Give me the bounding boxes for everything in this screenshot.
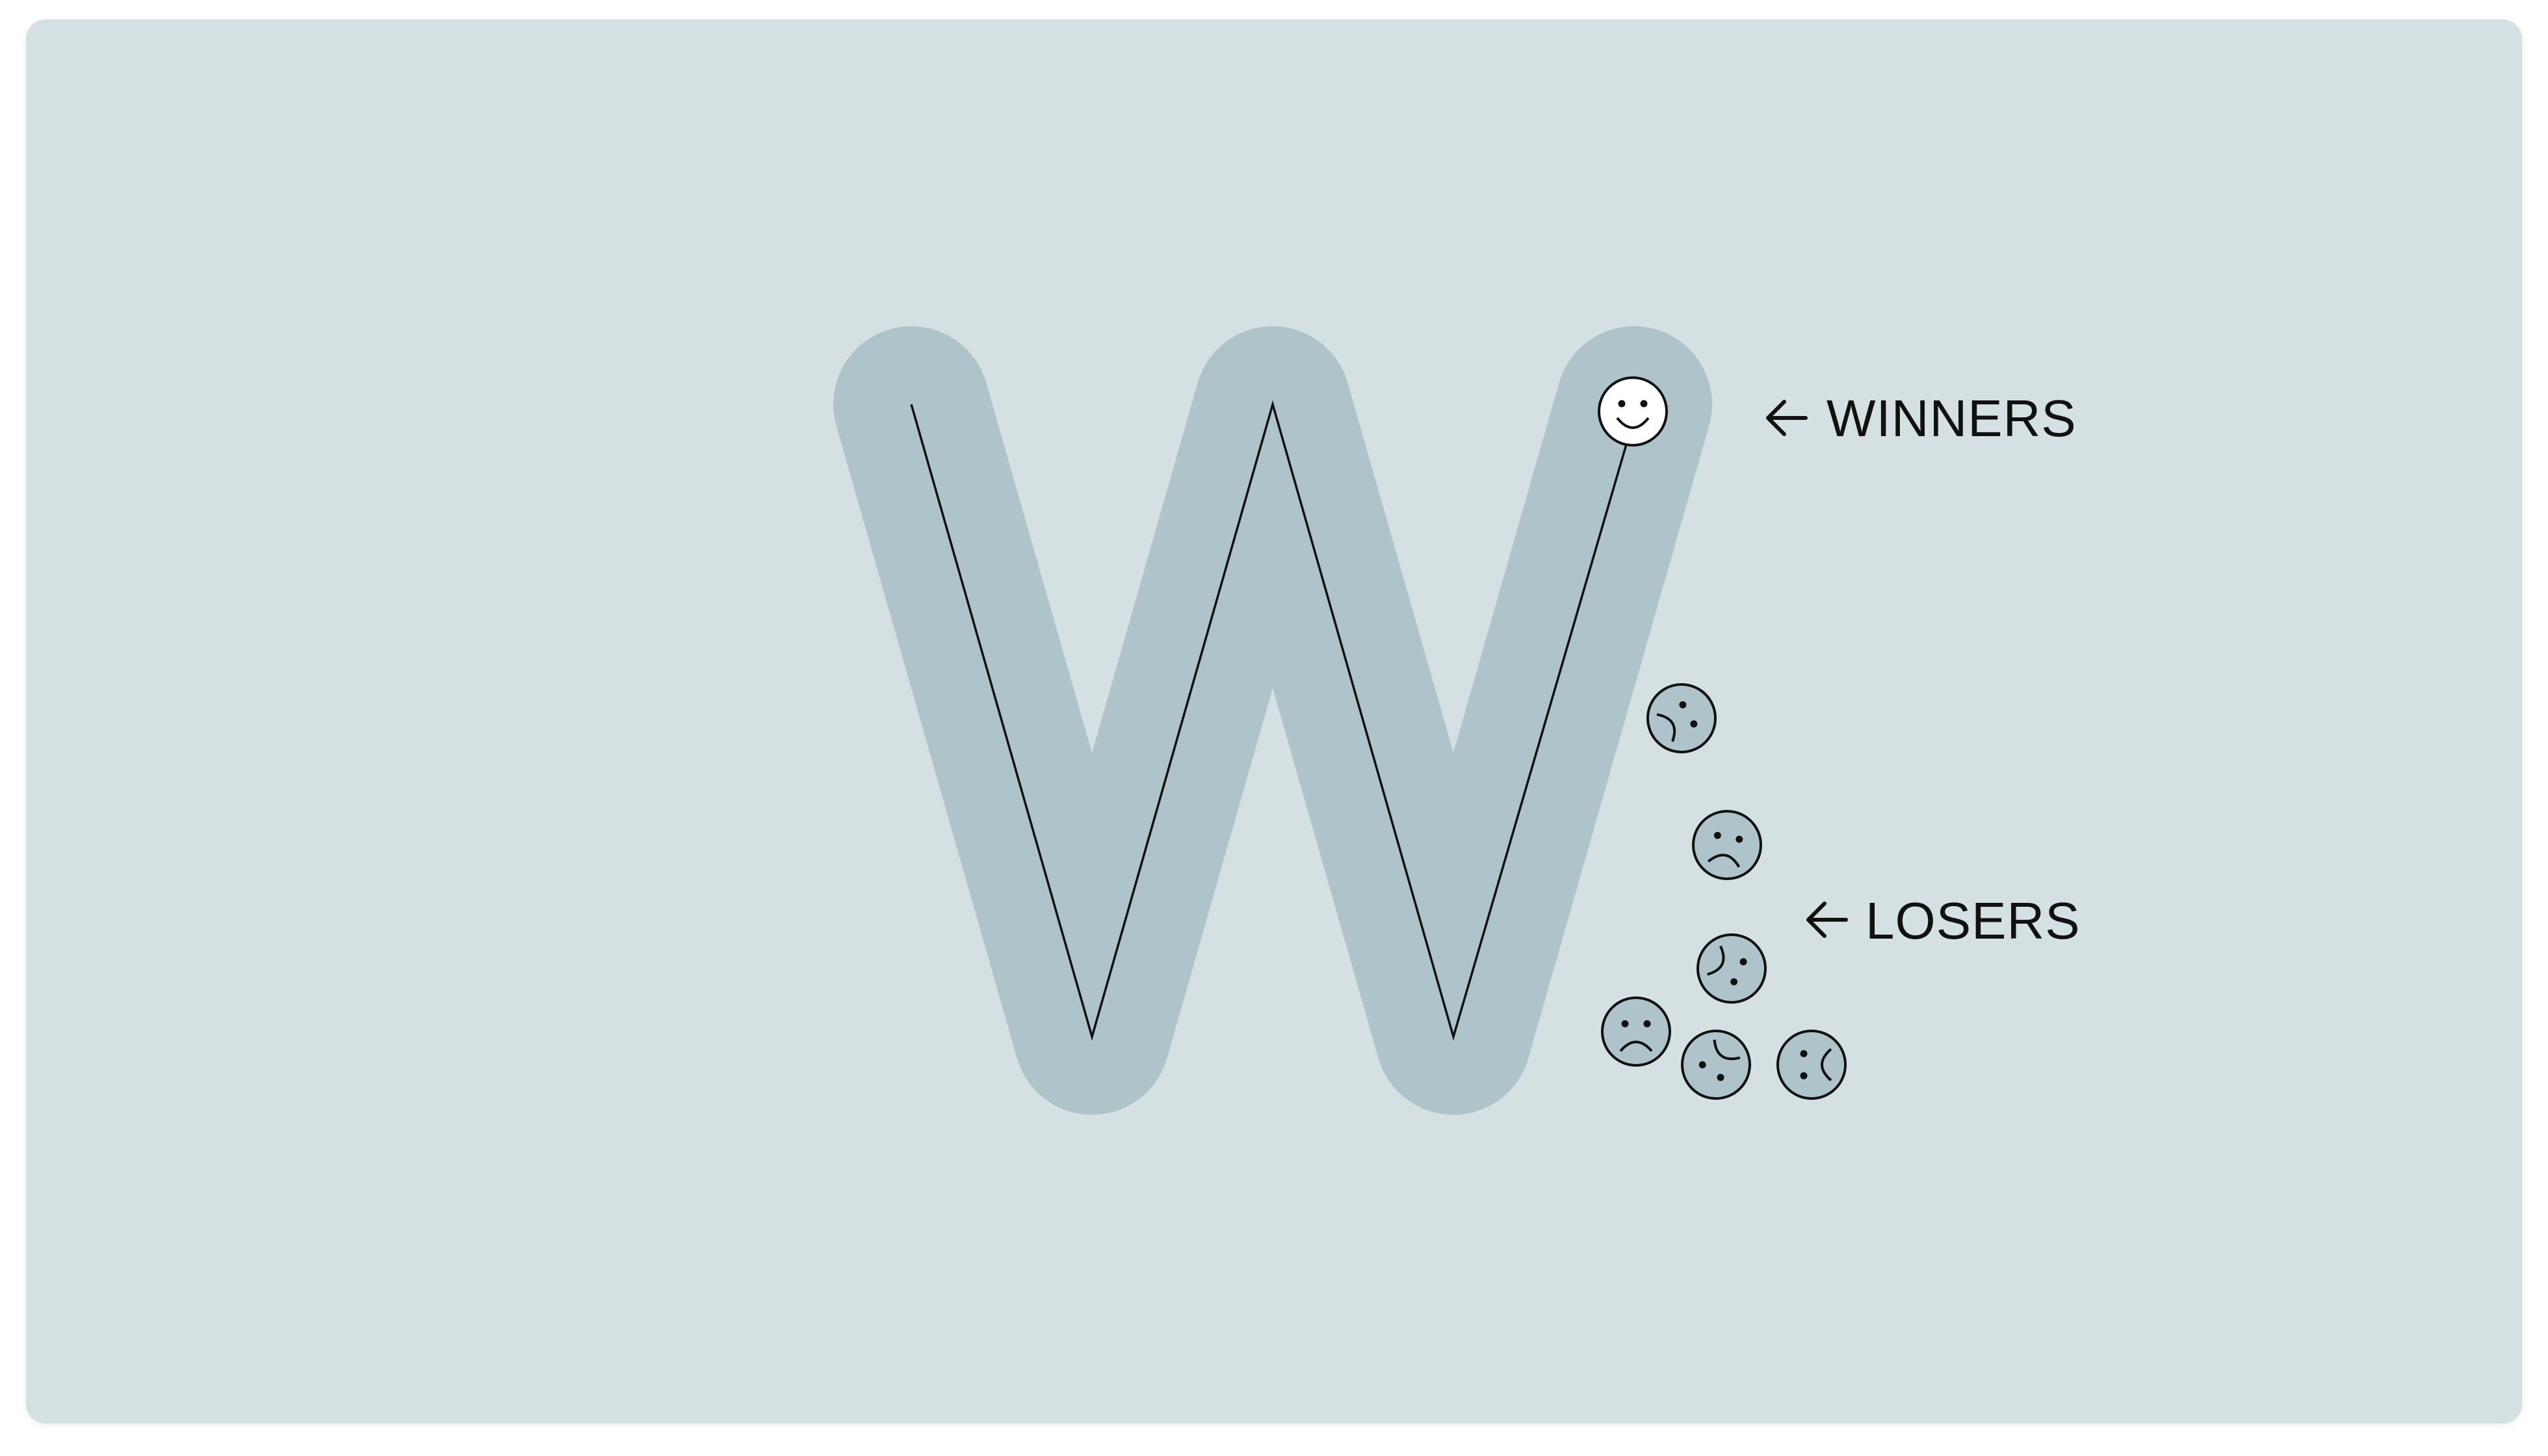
frowny-face-icon [1692, 810, 1762, 880]
arrow-left-icon [1766, 400, 1808, 436]
winners-label: WINNERS [1766, 389, 2077, 447]
frowny-face-icon [1601, 996, 1671, 1067]
frowny-face-icon [1646, 683, 1717, 753]
frowny-face-icon [1776, 1030, 1847, 1100]
frowny-face-icon [1696, 933, 1767, 1004]
w-path-line [910, 400, 1629, 1041]
losers-text: LOSERS [1866, 892, 2081, 950]
diagram-card: WINNERS [26, 20, 2522, 1424]
arrow-left-icon [1806, 902, 1848, 938]
diagram-background [26, 20, 2522, 1424]
winners-losers-diagram: WINNERS [26, 20, 2522, 1424]
losers-label: LOSERS [1806, 892, 2081, 950]
smiley-face-icon [1598, 376, 1668, 447]
winners-text: WINNERS [1826, 389, 2077, 447]
frowny-face-icon [1681, 1030, 1751, 1100]
